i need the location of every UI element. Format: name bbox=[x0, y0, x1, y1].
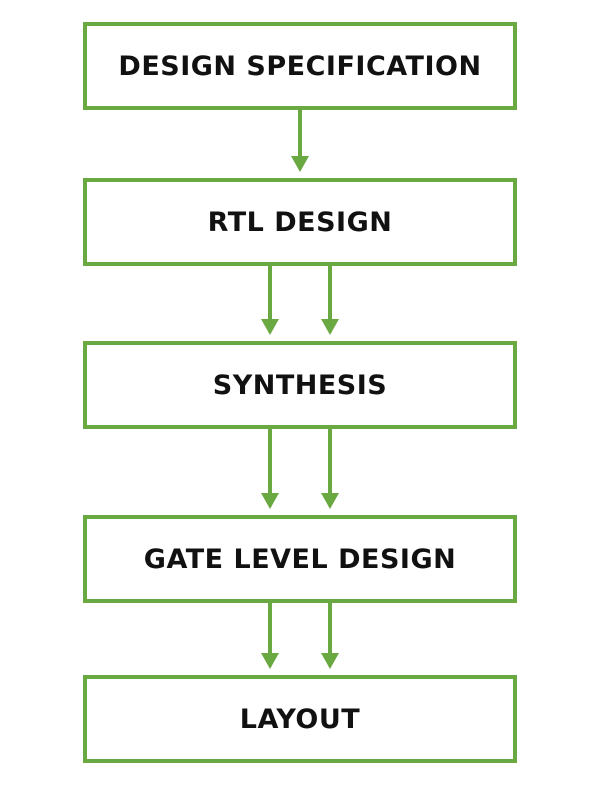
arrow-head-icon bbox=[261, 493, 279, 509]
step-design-specification: DESIGN SPECIFICATION bbox=[83, 22, 517, 110]
step-rtl-design: RTL DESIGN bbox=[83, 178, 517, 266]
arrow-head-icon bbox=[261, 653, 279, 669]
arrow-head-icon bbox=[321, 319, 339, 335]
step-label: RTL DESIGN bbox=[207, 206, 393, 238]
step-label: LAYOUT bbox=[239, 703, 361, 735]
step-label: GATE LEVEL DESIGN bbox=[143, 543, 457, 575]
arrow-head-icon bbox=[261, 319, 279, 335]
step-layout: LAYOUT bbox=[83, 675, 517, 763]
step-label: SYNTHESIS bbox=[212, 369, 388, 401]
step-gate-level-design: GATE LEVEL DESIGN bbox=[83, 515, 517, 603]
arrow-head-icon bbox=[321, 653, 339, 669]
step-synthesis: SYNTHESIS bbox=[83, 341, 517, 429]
arrow-head-icon bbox=[321, 493, 339, 509]
step-label: DESIGN SPECIFICATION bbox=[118, 50, 482, 82]
arrow-head-icon bbox=[291, 156, 309, 172]
